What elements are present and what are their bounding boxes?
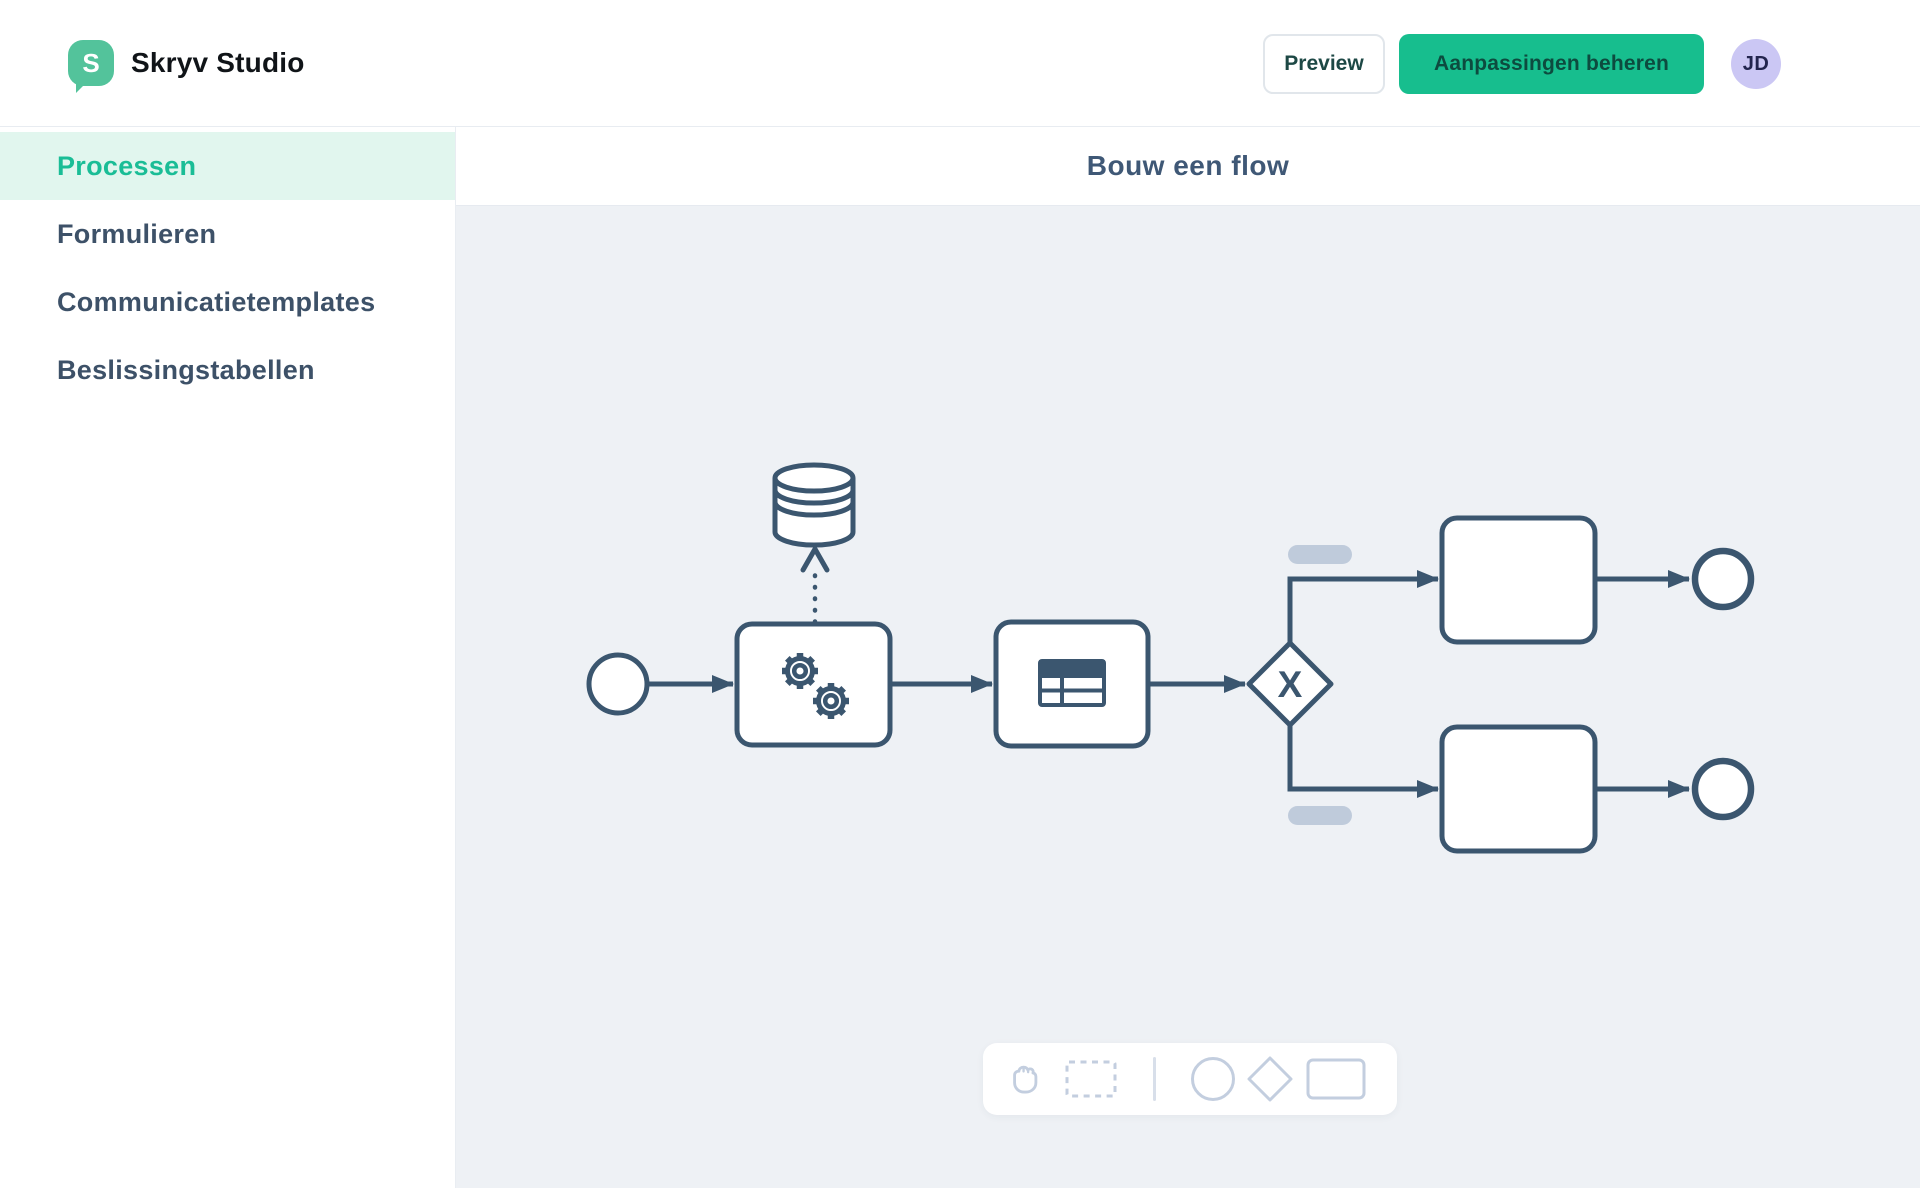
gears-icon <box>782 653 851 721</box>
diamond-shape-icon <box>1247 1056 1293 1102</box>
end-event-node[interactable] <box>1691 757 1755 821</box>
sidebar-item-beslissingstabellen[interactable]: Beslissingstabellen <box>0 336 455 404</box>
label-placeholder-pill <box>1288 806 1352 825</box>
sidebar: Processen Formulieren Communicatietempla… <box>0 127 456 1188</box>
rectangle-shape-icon <box>1306 1058 1366 1100</box>
end-event-node[interactable] <box>1691 547 1755 611</box>
data-store-node[interactable] <box>772 462 856 548</box>
service-task-node[interactable] <box>734 621 893 748</box>
task-top-node[interactable] <box>1439 515 1598 645</box>
bpmn-diagram: X <box>586 462 1755 854</box>
sidebar-item-label: Formulieren <box>57 218 217 249</box>
canvas-toolbar <box>983 1043 1397 1115</box>
hand-tool-button[interactable] <box>1007 1058 1043 1100</box>
header-actions: Preview Aanpassingen beheren JD <box>1263 34 1782 94</box>
preview-button[interactable]: Preview <box>1263 34 1385 94</box>
sequence-flow[interactable] <box>1287 726 1439 798</box>
brand-title: Skryv Studio <box>131 47 305 79</box>
toolbar-divider <box>1153 1057 1156 1101</box>
table-icon <box>1038 659 1106 707</box>
task-bottom-node[interactable] <box>1439 724 1598 854</box>
association-arrowhead <box>800 546 830 573</box>
main-panel: Bouw een flow <box>456 127 1920 1188</box>
circle-tool-button[interactable] <box>1190 1056 1236 1102</box>
brand-name: Skryv <box>131 47 209 78</box>
diamond-tool-button[interactable] <box>1246 1055 1294 1103</box>
app-header: S Skryv Studio Preview Aanpassingen behe… <box>0 0 1920 127</box>
sidebar-item-label: Beslissingstabellen <box>57 354 315 385</box>
database-icon <box>772 489 856 506</box>
gateway-x-symbol: X <box>1278 664 1303 705</box>
label-placeholder-pill <box>1288 545 1352 564</box>
app-logo-icon: S <box>68 40 114 86</box>
sidebar-item-label: Communicatietemplates <box>57 286 376 317</box>
logo-letter: S <box>82 47 100 78</box>
exclusive-gateway-node[interactable]: X <box>1246 640 1334 728</box>
sidebar-item-processen[interactable]: Processen <box>0 132 455 200</box>
titlebar: Bouw een flow <box>456 127 1920 206</box>
brand-suffix: Studio <box>216 47 305 78</box>
sidebar-item-label: Processen <box>57 150 197 181</box>
start-event-node[interactable] <box>586 652 650 716</box>
sidebar-item-formulieren[interactable]: Formulieren <box>0 200 455 268</box>
brand: S Skryv Studio <box>68 40 305 86</box>
flow-canvas[interactable]: X <box>456 206 1920 1188</box>
rectangle-tool-button[interactable] <box>1306 1058 1366 1100</box>
sequence-flow[interactable] <box>1287 570 1439 642</box>
user-avatar[interactable]: JD <box>1731 39 1782 89</box>
hand-icon <box>1013 1065 1038 1094</box>
sidebar-item-communicatietemplates[interactable]: Communicatietemplates <box>0 268 455 336</box>
page-title: Bouw een flow <box>1086 150 1290 181</box>
table-task-node[interactable] <box>993 619 1151 749</box>
manage-changes-button[interactable]: Aanpassingen beheren <box>1399 34 1705 94</box>
lasso-select-tool-button[interactable] <box>1065 1059 1117 1099</box>
circle-shape-icon <box>1191 1057 1235 1101</box>
lasso-select-icon <box>1065 1060 1117 1098</box>
